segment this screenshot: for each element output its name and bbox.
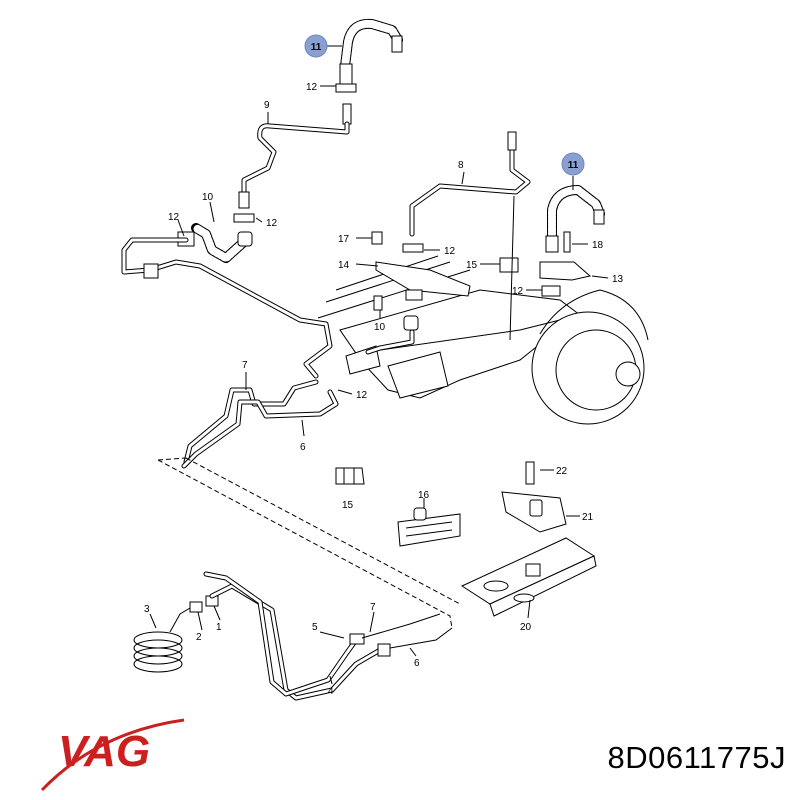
- leader-lines: [149, 45, 609, 685]
- callout-12-lower: 12: [356, 390, 368, 401]
- callout-7-lower: 7: [370, 602, 376, 613]
- callout-21: 21: [582, 512, 594, 523]
- callout-4: 4: [328, 686, 334, 697]
- brake-pipe-left-long: [121, 237, 333, 379]
- holder-16: [397, 507, 461, 547]
- callout-15-lower: 15: [342, 500, 354, 511]
- callout-18: 18: [592, 240, 604, 251]
- callout-17: 17: [338, 234, 350, 245]
- brake-hose-front-left: [335, 18, 403, 125]
- underbody-outline-dashed: [157, 457, 461, 629]
- logo-swoosh: [40, 718, 185, 792]
- callout-12-center: 12: [444, 246, 456, 257]
- highlight-11-right: [561, 152, 585, 176]
- callout-10-lower: 10: [374, 322, 386, 333]
- callout-12-far-left: 12: [168, 212, 180, 223]
- callout-13: 13: [612, 274, 624, 285]
- callout-6-upper: 6: [300, 442, 306, 453]
- highlight-11-top: [304, 34, 328, 58]
- callout-12-right: 12: [512, 286, 524, 297]
- brake-pipe-7: [183, 379, 319, 465]
- callout-12-mid-left: 12: [266, 218, 278, 229]
- callout-11-top: 11: [311, 42, 322, 53]
- brake-pipe-6: [181, 389, 339, 469]
- mount-21: [501, 461, 567, 533]
- rear-axle-assembly: [317, 255, 649, 425]
- brake-pipe-9: [233, 121, 350, 223]
- callout-6-lower: 6: [414, 658, 420, 669]
- callout-22: 22: [556, 466, 568, 477]
- callout-8: 8: [458, 160, 464, 171]
- union-1-2: [189, 595, 219, 613]
- plate-20: [460, 537, 597, 617]
- callout-12-top: 12: [306, 82, 318, 93]
- clip-15: [335, 467, 365, 485]
- callout-2: 2: [196, 632, 202, 643]
- vag-logo: VAG: [40, 718, 185, 792]
- callout-9: 9: [264, 100, 270, 111]
- callout-10-upper: 10: [202, 192, 214, 203]
- callout-5: 5: [312, 622, 318, 633]
- brake-pipe-bottom-bundle: [203, 571, 453, 701]
- brake-hose-10-left: [177, 223, 253, 263]
- logo-text: VAG: [58, 727, 150, 776]
- callout-7-upper: 7: [242, 360, 248, 371]
- callout-20: 20: [520, 622, 532, 633]
- part-number: 8D0611775J: [607, 740, 786, 775]
- callout-16: 16: [418, 490, 430, 501]
- callout-15-upper: 15: [466, 260, 478, 271]
- brake-pipe-coil-3: [133, 607, 191, 673]
- bracket-14: [371, 231, 519, 331]
- brake-pipe-8: [409, 131, 531, 341]
- callout-1: 1: [216, 622, 222, 633]
- callout-3: 3: [144, 604, 150, 615]
- brake-hose-rear-right: [539, 185, 605, 297]
- callout-14: 14: [338, 260, 350, 271]
- callout-11-right: 11: [568, 160, 579, 171]
